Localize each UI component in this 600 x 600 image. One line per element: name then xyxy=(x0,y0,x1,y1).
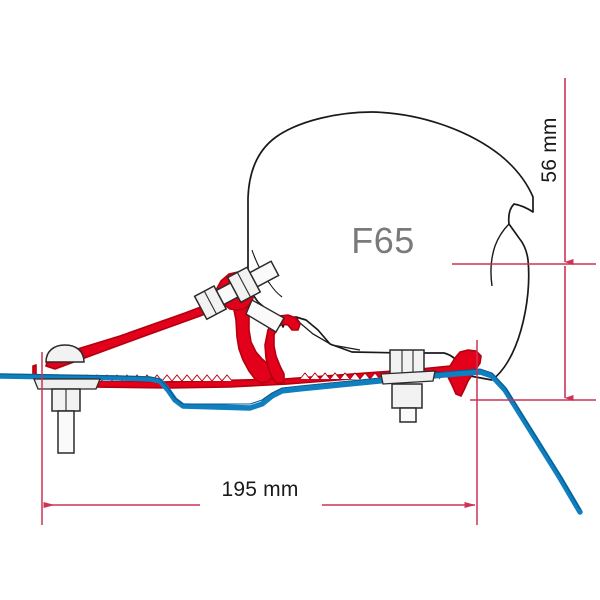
dimension-group-width: 195 mm xyxy=(41,340,478,525)
bolt-assembly-center xyxy=(193,260,285,333)
width-dimension-label: 195 mm xyxy=(221,478,298,501)
bolt-right-shank xyxy=(399,407,417,423)
bolt-left-washer xyxy=(33,378,101,390)
height-dimension-label: 56 mm xyxy=(538,117,561,182)
bolt-center-head-edge xyxy=(203,290,217,315)
bolt-right-nut xyxy=(391,383,423,409)
awning-support-wire xyxy=(251,249,283,298)
bolt-center-nut-edge xyxy=(236,272,252,298)
bolt-right-head xyxy=(389,349,425,375)
bolt-left-shank xyxy=(57,410,75,454)
bolt-assembly-right xyxy=(380,349,436,423)
bolt-center-bracket-plate xyxy=(245,299,285,333)
awning-case-group: F65 xyxy=(247,111,534,381)
bolt-left-head xyxy=(45,344,85,363)
dimension-group-height: 56 mm xyxy=(452,78,596,401)
product-label: F65 xyxy=(351,220,415,261)
awning-case-outline xyxy=(247,111,534,381)
adapter-bracket-main-rail xyxy=(32,349,482,397)
bolt-right-washer xyxy=(380,370,436,385)
roof-profile-group xyxy=(0,368,583,515)
bolt-assembly-left xyxy=(33,344,101,454)
roof-profile-line xyxy=(0,369,583,515)
adapter-bracket-center-hook xyxy=(264,314,301,385)
roof-profile-highlight xyxy=(0,368,581,510)
awning-case-right-notch xyxy=(490,223,510,287)
